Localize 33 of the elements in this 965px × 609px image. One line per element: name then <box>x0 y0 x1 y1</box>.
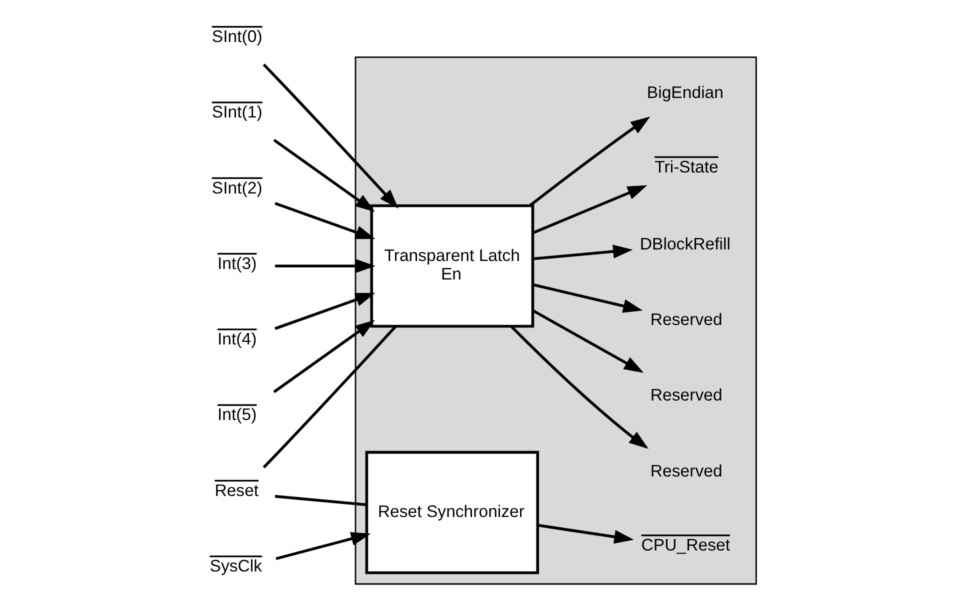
node-text: SysClk <box>209 556 262 576</box>
node-text: Reset <box>214 480 258 500</box>
arrow <box>532 310 644 373</box>
arrow <box>274 202 375 240</box>
arrow <box>272 138 374 212</box>
node-text: Reserved <box>650 461 722 480</box>
arrow <box>274 292 375 330</box>
arrow <box>275 532 370 560</box>
arrow <box>537 524 634 544</box>
connector <box>274 494 366 506</box>
node-text: DBlockRefill <box>639 234 730 254</box>
node-text: SInt(1) <box>211 102 262 122</box>
node-text: Tri-State <box>654 157 718 176</box>
arrow <box>532 185 647 234</box>
node-text: BigEndian <box>646 83 724 102</box>
arrow <box>274 259 375 273</box>
node-text: SInt(0) <box>211 26 262 46</box>
node-text: Int(5) <box>217 405 256 424</box>
node-text: Reserved <box>650 310 722 329</box>
connector <box>262 326 396 468</box>
node-box: Reset Synchronizer <box>364 450 539 574</box>
node-text: SInt(2) <box>211 178 262 198</box>
node-text: Int(3) <box>217 254 256 273</box>
arrow <box>272 320 374 394</box>
node-text: Reserved <box>650 386 722 405</box>
arrow <box>532 244 632 260</box>
arrow <box>532 283 642 313</box>
arrow <box>510 325 648 449</box>
arrow <box>528 116 650 207</box>
node-box: Transparent Latch En <box>370 204 534 328</box>
node-text: CPU_Reset <box>640 536 730 555</box>
node-text: Int(4) <box>217 330 256 349</box>
arrow <box>262 64 398 209</box>
